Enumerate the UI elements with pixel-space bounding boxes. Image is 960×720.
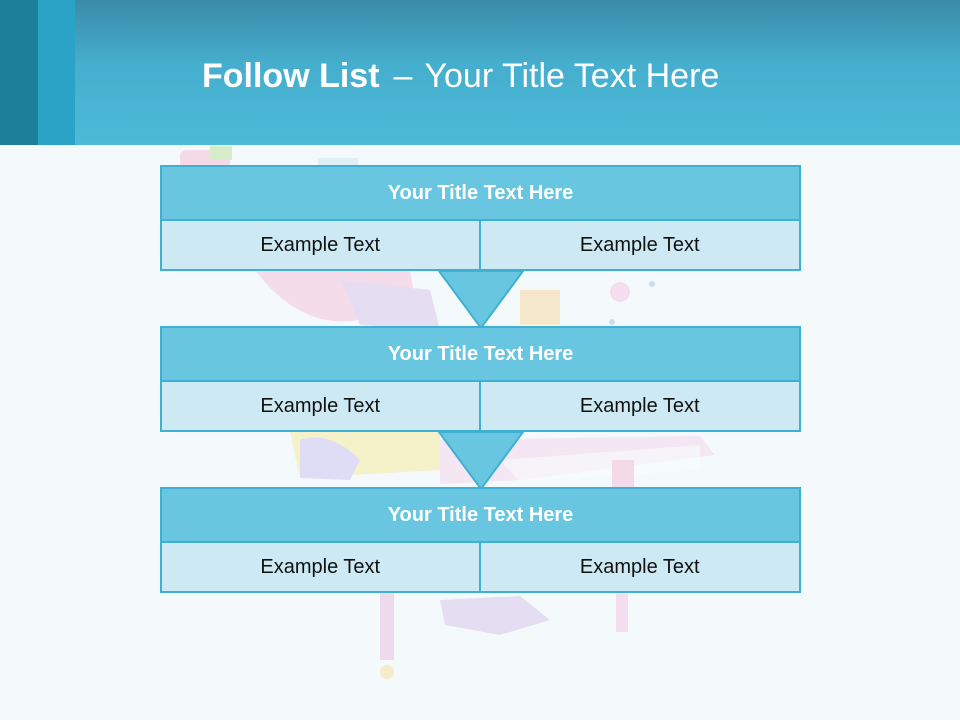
- block-cells: Example Text Example Text: [160, 221, 801, 271]
- header-accent-stripe-light: [38, 0, 75, 145]
- page-title-separator: –: [393, 57, 413, 95]
- block-cell: Example Text: [480, 382, 801, 432]
- list-block: Your Title Text Here Example Text Exampl…: [160, 487, 801, 593]
- block-cell: Example Text: [160, 382, 481, 432]
- page-title-bold: Follow List: [202, 57, 380, 95]
- page-title-rest: Your Title Text Here: [424, 57, 720, 95]
- header-accent-stripe: [0, 0, 38, 145]
- block-cells: Example Text Example Text: [160, 543, 801, 593]
- block-cell: Example Text: [160, 543, 481, 593]
- header-bar: Follow List–Your Title Text Here: [0, 0, 960, 145]
- list-block: Your Title Text Here Example Text Exampl…: [160, 326, 801, 432]
- block-cells: Example Text Example Text: [160, 382, 801, 432]
- block-title: Your Title Text Here: [160, 326, 801, 382]
- down-arrow-icon: [438, 270, 524, 330]
- page-title: Follow List–Your Title Text Here: [202, 56, 719, 96]
- block-title: Your Title Text Here: [160, 487, 801, 543]
- block-title: Your Title Text Here: [160, 165, 801, 221]
- block-cell: Example Text: [480, 221, 801, 271]
- list-block: Your Title Text Here Example Text Exampl…: [160, 165, 801, 271]
- down-arrow-icon: [438, 431, 524, 491]
- block-cell: Example Text: [160, 221, 481, 271]
- block-cell: Example Text: [480, 543, 801, 593]
